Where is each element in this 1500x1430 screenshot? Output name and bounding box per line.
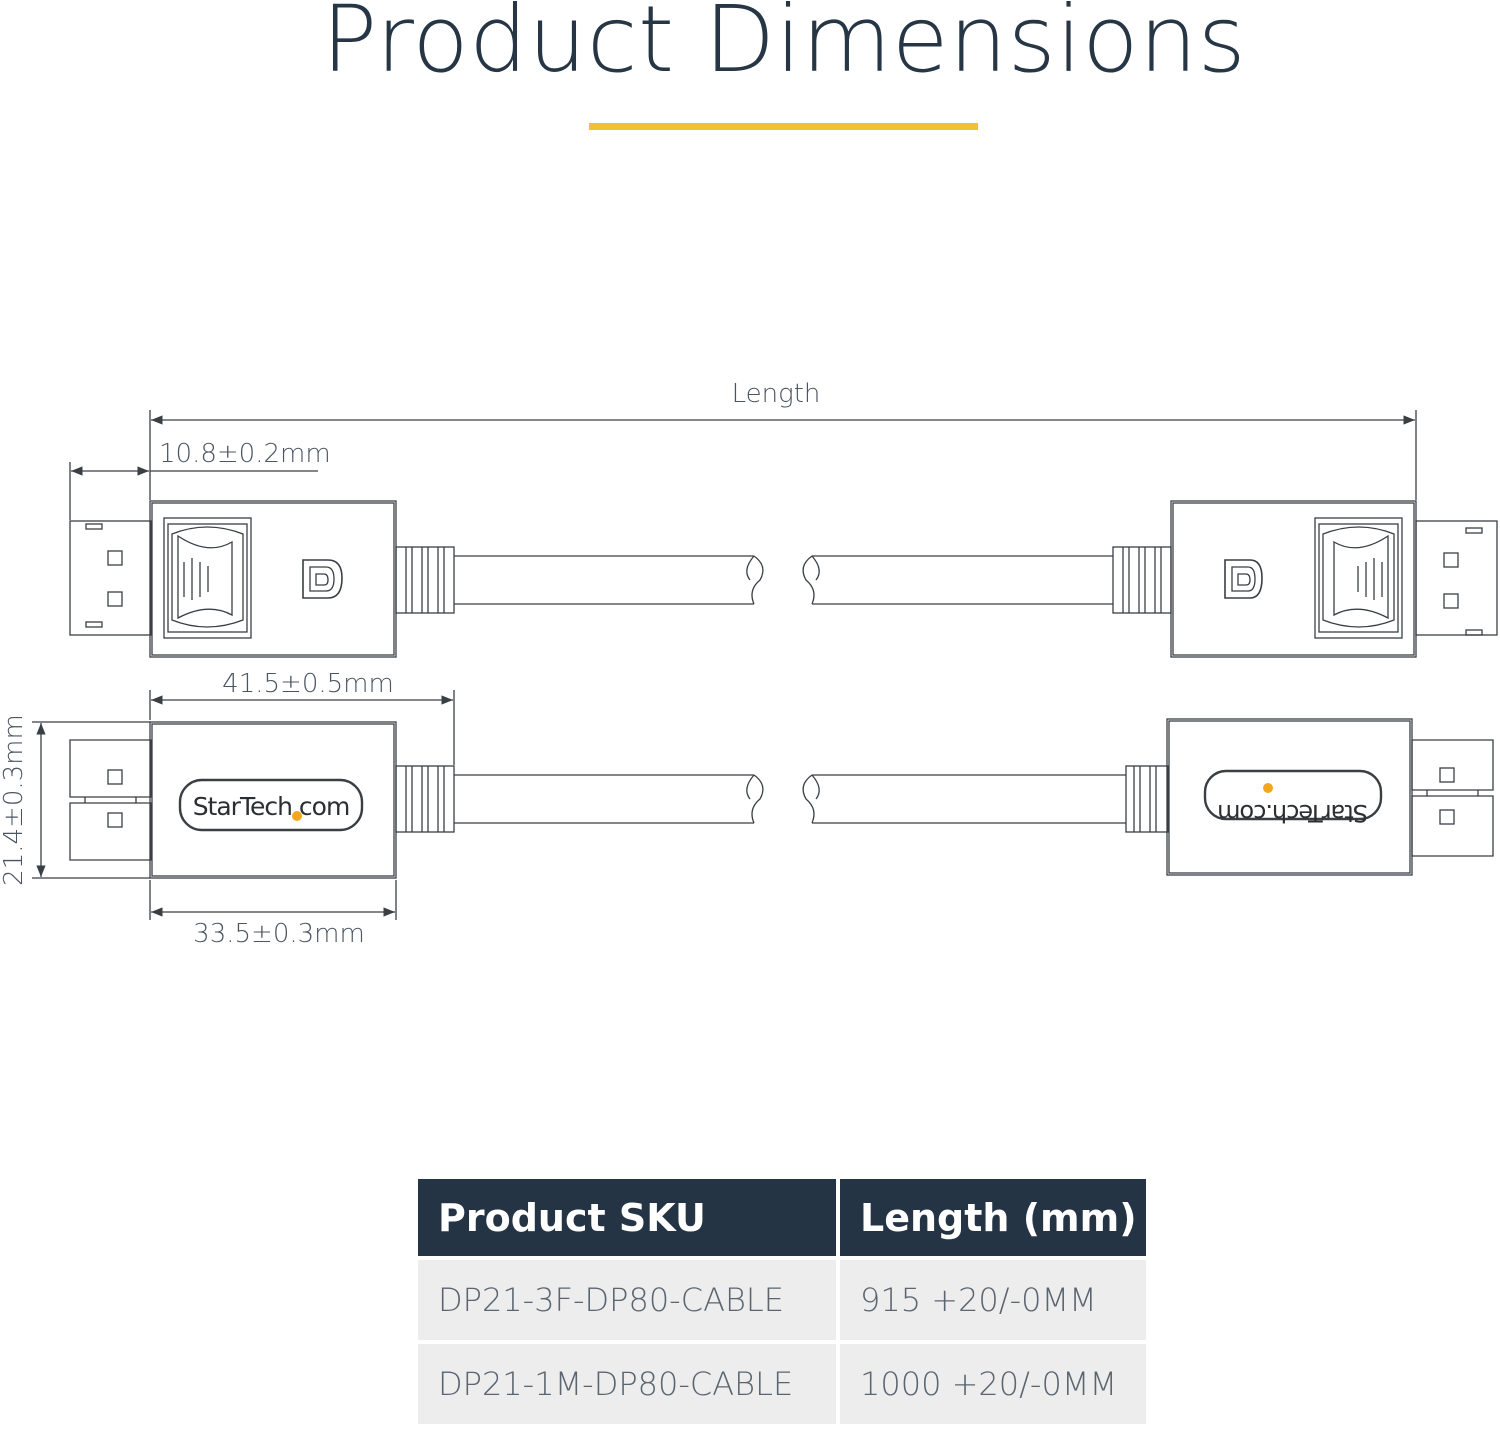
title-underline	[589, 123, 978, 130]
left-logo-text: StarTech.com	[193, 792, 350, 821]
top-right-connector	[802, 500, 1498, 658]
bottom-left-connector	[69, 721, 764, 879]
sku-table: Product SKU Length (mm) DP21-3F-DP80-CAB…	[414, 1175, 1150, 1428]
bottom-right-connector	[802, 718, 1494, 876]
length-label: Length	[732, 379, 821, 409]
connector-length-label: 41.5±0.5mm	[222, 669, 394, 699]
housing-height-label: 21.4±0.3mm	[0, 714, 29, 886]
table-row: DP21-1M-DP80-CABLE 1000 +20/-0MM	[418, 1344, 1146, 1424]
row-sku: DP21-1M-DP80-CABLE	[418, 1344, 836, 1424]
row-length: 915 +20/-0MM	[840, 1260, 1146, 1340]
tip-length-label: 10.8±0.2mm	[159, 439, 331, 469]
right-logo-text: StarTech.com	[1218, 799, 1368, 827]
header-length: Length (mm)	[840, 1179, 1146, 1256]
page-title: Product Dimensions	[321, 0, 1247, 93]
table-header-row: Product SKU Length (mm)	[418, 1179, 1146, 1256]
housing-length-label: 33.5±0.3mm	[193, 919, 365, 949]
row-length: 1000 +20/-0MM	[840, 1344, 1146, 1424]
table-row: DP21-3F-DP80-CABLE 915 +20/-0MM	[418, 1260, 1146, 1340]
top-left-connector	[69, 500, 764, 658]
row-sku: DP21-3F-DP80-CABLE	[418, 1260, 836, 1340]
header-product-sku: Product SKU	[418, 1179, 836, 1256]
cable-dimension-diagram: StarTech.com StarTech.com Length 10.8±0.…	[0, 379, 1498, 949]
